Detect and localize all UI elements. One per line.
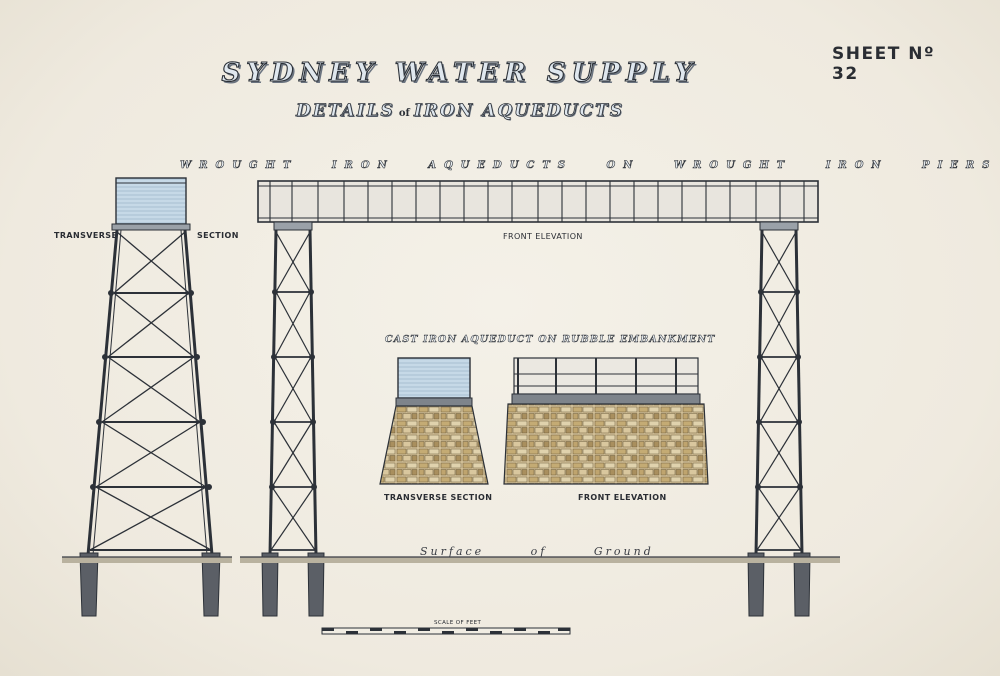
cast-label-front-elevation: FRONT ELEVATION [578, 493, 667, 502]
label-transverse: TRANSVERSE [54, 231, 118, 240]
cast-label-transverse-section: TRANSVERSE SECTION [384, 493, 493, 502]
drawing-title: SYDNEY WATER SUPPLY [221, 57, 699, 88]
cast-iron-front-elevation [503, 357, 709, 485]
ground-surface [62, 556, 840, 563]
subtitle-part2: IRON AQUEDUCTS [413, 101, 624, 122]
subtitle-of: of [398, 108, 410, 119]
front-pier-right [747, 221, 811, 617]
label-section: SECTION [197, 231, 239, 240]
transverse-trough [115, 177, 187, 225]
cast-iron-transverse-section [379, 357, 489, 485]
front-pier-left [261, 221, 325, 617]
subtitle-part1: DETAILS [296, 101, 395, 122]
transverse-section-tower [79, 177, 221, 617]
scale-label: SCALE OF FEET [434, 620, 482, 626]
sheet-number: SHEET Nº 32 [832, 44, 936, 84]
ground-surface-label: Surface of Ground [420, 545, 654, 558]
scale-bar [321, 627, 571, 635]
label-front-elevation: FRONT ELEVATION [503, 232, 583, 241]
front-elevation-truss [257, 180, 819, 223]
wrought-iron-heading: WROUGHT IRON AQUEDUCTS ON WROUGHT IRON P… [180, 160, 998, 172]
cast-iron-heading: CAST IRON AQUEDUCT ON RUBBLE EMBANKMENT [385, 334, 716, 346]
